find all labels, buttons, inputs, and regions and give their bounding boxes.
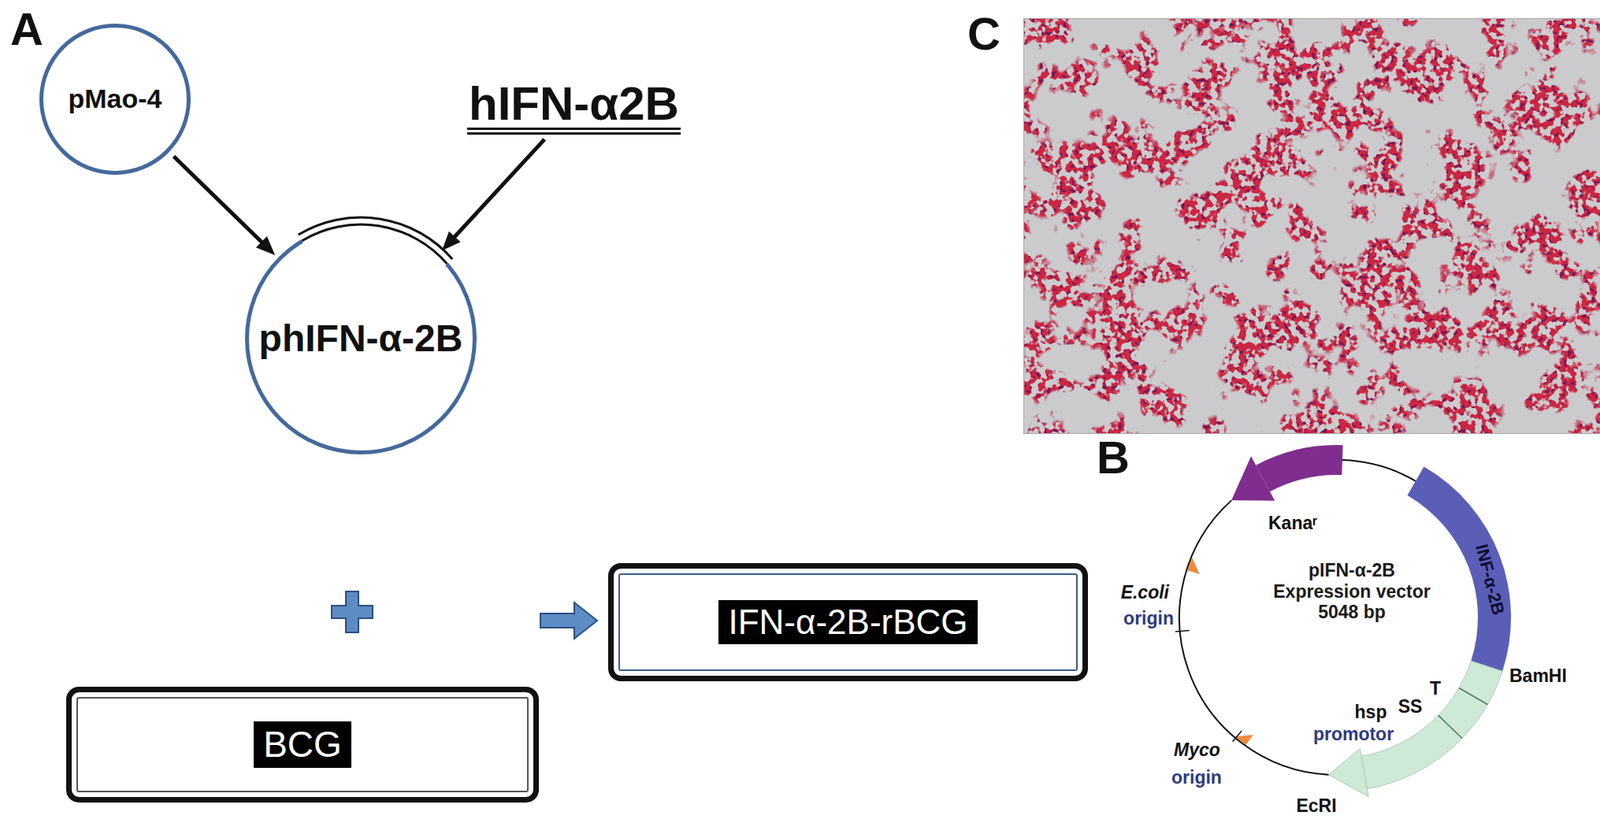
plasmid-ring xyxy=(247,225,476,453)
strain-box: IFN-α-2B-rBCG xyxy=(608,563,1088,682)
vector-description: Expression vector 5048 bp xyxy=(1267,581,1437,624)
site-label: EcRI xyxy=(1295,796,1337,817)
origin-label: origin xyxy=(1171,768,1222,788)
arrow-head xyxy=(256,236,275,256)
element-divider xyxy=(1458,688,1488,706)
insert-gap xyxy=(302,225,447,265)
origin-tick xyxy=(1175,630,1190,632)
origin-label: Myco xyxy=(1173,740,1221,761)
circle-label: pMao-4 xyxy=(68,83,163,115)
gene-name: hIFN-α2B xyxy=(468,80,680,128)
element-label: SS xyxy=(1398,697,1423,717)
arrow-shaft xyxy=(453,139,545,238)
gene-fragment: hIFN-α2B xyxy=(467,80,681,135)
map-title-block: pIFN-α-2BExpression vector 5048 bp xyxy=(1267,560,1437,623)
strain-label: IFN-α-2B-rBCG xyxy=(718,600,977,646)
origin-marker xyxy=(1187,557,1200,575)
promoter-label: promotor xyxy=(1313,724,1394,745)
insert-gene-band xyxy=(1407,467,1511,672)
circle-label: phIFN-α-2B xyxy=(259,316,464,361)
block-arrow xyxy=(540,602,598,639)
gene-label: INF-α-2B xyxy=(1471,542,1508,618)
plasmid-features xyxy=(1175,445,1511,797)
panel-letter: A xyxy=(10,6,44,52)
resistance-gene-head xyxy=(1231,456,1275,502)
strain-label: BCG xyxy=(253,721,352,769)
panel-letter: B xyxy=(1096,434,1130,481)
plus-symbol xyxy=(331,591,373,633)
backbone-line xyxy=(1179,500,1330,775)
flow-arrow xyxy=(441,139,545,251)
plasmid-ring xyxy=(41,25,190,174)
element-label: T xyxy=(1429,679,1441,699)
origin-label: origin xyxy=(1123,608,1174,629)
gene-label: Kanaʳ xyxy=(1268,513,1318,534)
site-label: BamHI xyxy=(1509,666,1567,687)
promoter-label: hsp xyxy=(1354,702,1388,723)
plasmid-circle: phIFN-α-2B xyxy=(245,222,477,455)
vector-name: pIFN-α-2B xyxy=(1267,560,1437,581)
element-divider xyxy=(1438,715,1463,739)
backbone-line xyxy=(1342,460,1416,482)
flow-arrow xyxy=(173,156,275,256)
stained-tissue xyxy=(1023,18,1600,435)
micrograph-frame xyxy=(1024,18,1600,435)
resistance-gene-band xyxy=(1255,445,1343,492)
micrograph-ground xyxy=(1023,18,1600,435)
arrow-head xyxy=(441,231,461,251)
strain-box: BCG xyxy=(66,686,539,803)
plasmid-circle: pMao-4 xyxy=(39,23,191,175)
promoter-head xyxy=(1329,748,1370,797)
arrow-shaft xyxy=(173,156,263,244)
insert-strand xyxy=(301,224,447,264)
origin-label: E.coli xyxy=(1121,582,1170,603)
insert-strand xyxy=(298,217,453,260)
tissue-micrograph xyxy=(1023,18,1600,435)
panel-letter: C xyxy=(967,11,1001,57)
